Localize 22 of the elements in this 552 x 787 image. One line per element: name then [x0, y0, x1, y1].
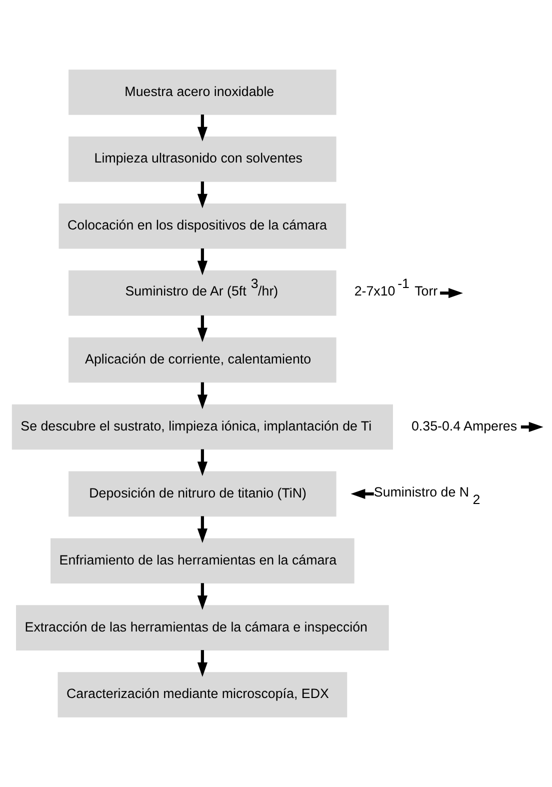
arrow — [197, 248, 208, 276]
arrow — [197, 650, 208, 677]
node-text: 0.35-0.4 Amperes — [412, 418, 518, 434]
node-box: Se descubre el sustrato, limpieza iónica, implantación de Ti — [12, 404, 393, 450]
arrow — [197, 181, 208, 208]
arrow — [197, 315, 208, 342]
node-box: Extracción de las herramientas de la cámara e inspección — [16, 605, 389, 650]
arrow — [197, 516, 208, 543]
arrow — [197, 583, 208, 610]
arrow — [197, 114, 208, 142]
arrow — [520, 422, 544, 432]
arrow — [197, 449, 208, 476]
node-box: Muestra acero inoxidable — [68, 70, 336, 115]
node-box: Colocación en los dispositivos de la cámara — [58, 204, 346, 249]
node-box: Enfriamiento de las herramientas en la cámara — [50, 538, 354, 584]
node-box: Caracterización mediante microscopía, EDX — [58, 672, 348, 718]
node-box: Deposición de nitruro de titanio (TiN) — [68, 471, 336, 517]
node-box: Aplicación de corriente, calentamiento — [68, 337, 336, 383]
arrow — [440, 288, 463, 298]
arrow — [350, 488, 374, 499]
node-box: Limpieza ultrasonido con solventes — [68, 136, 336, 182]
arrow — [197, 382, 208, 410]
